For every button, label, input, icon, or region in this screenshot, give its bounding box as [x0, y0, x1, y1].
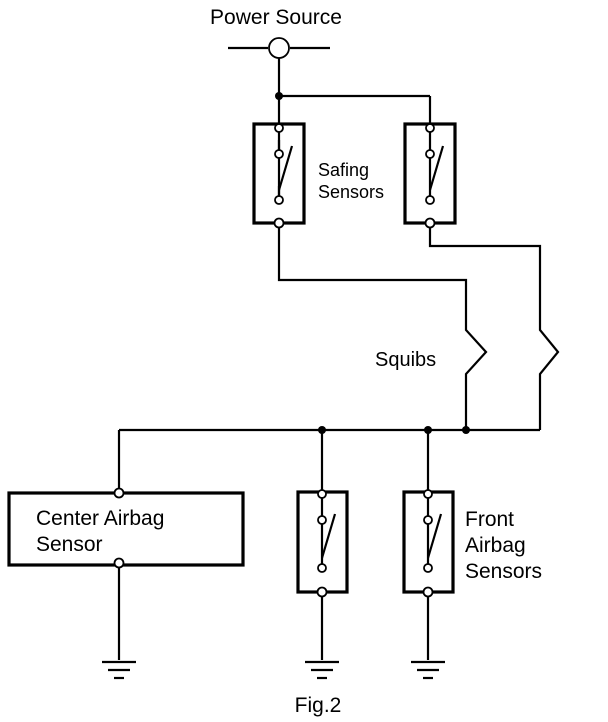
junction-dot: [462, 426, 470, 434]
front-airbag-sensor-left: [296, 489, 349, 660]
center-airbag-label-line1: Center Airbag: [36, 507, 164, 530]
safing-sensor-right: [403, 122, 457, 229]
squib-wire-left: [277, 227, 488, 430]
ground-icon: [102, 660, 136, 680]
safing-sensors-label-line1: Safing: [318, 160, 369, 180]
top-bus-wire: [275, 92, 432, 126]
center-airbag-label-line2: Sensor: [36, 533, 103, 556]
junction-dot: [424, 426, 432, 434]
squibs-label: Squibs: [375, 349, 436, 371]
front-airbag-label-line2: Airbag: [465, 534, 526, 557]
ground-icon: [411, 660, 445, 680]
front-airbag-sensor-right: [402, 489, 455, 660]
front-airbag-label-line3: Sensors: [465, 560, 542, 583]
squib-wire-right: [428, 227, 560, 430]
common-bus-wire: [117, 426, 540, 492]
power-source: [228, 37, 330, 98]
center-airbag-sensor: [7, 487, 245, 660]
safing-sensor-left: [252, 122, 306, 229]
ground-icon: [305, 660, 339, 680]
junction-dot: [318, 426, 326, 434]
junction-dot: [275, 92, 283, 100]
front-airbag-label-line1: Front: [465, 508, 514, 531]
figure-caption: Fig.2: [295, 694, 342, 717]
power-source-label: Power Source: [210, 6, 342, 29]
safing-sensors-label-line2: Sensors: [318, 182, 384, 202]
